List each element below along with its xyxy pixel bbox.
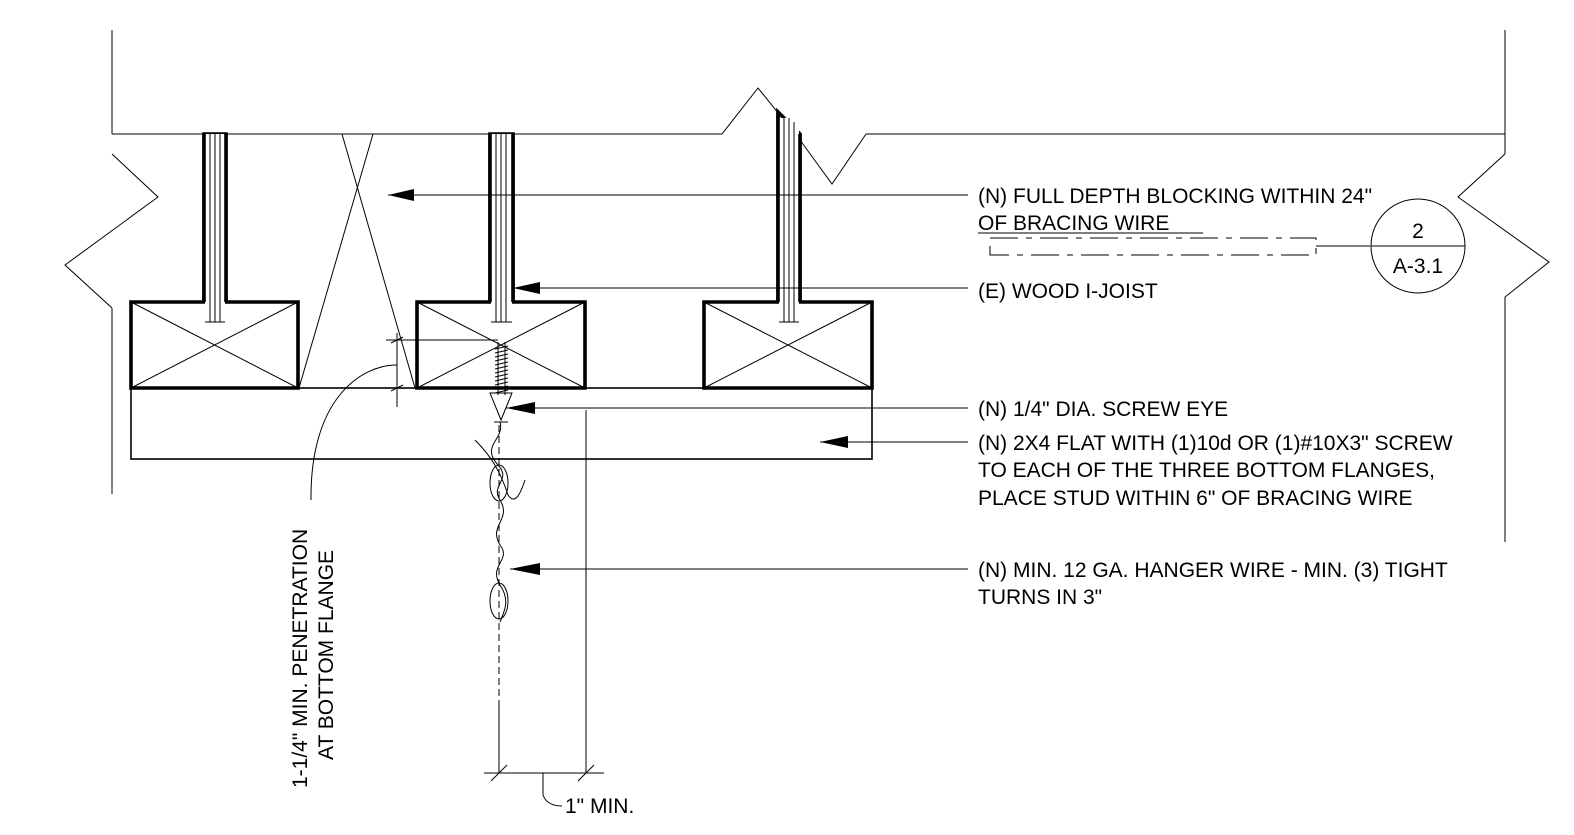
penetration-label-1: 1-1/4" MIN. PENETRATION (289, 529, 312, 788)
leader-joist (513, 282, 968, 294)
one-inch-dimension: 1" MIN. (484, 764, 634, 818)
wire-label-1: (N) MIN. 12 GA. HANGER WIRE - MIN. (3) T… (978, 559, 1448, 582)
screw-thread (494, 369, 509, 374)
blocking-label-1: (N) FULL DEPTH BLOCKING WITHIN 24" (978, 185, 1372, 208)
section-marker: 2 A-3.1 (1370, 198, 1466, 294)
penetration-label-2: AT BOTTOM FLANGE (315, 550, 338, 760)
2x4-flat (130, 387, 873, 460)
i-joist-2 (415, 132, 587, 390)
i-joist-1 (129, 132, 300, 390)
screw-thread (494, 353, 509, 358)
screw-thread (494, 357, 509, 362)
wire-label-2: TURNS IN 3" (978, 586, 1102, 609)
flat-label-2: TO EACH OF THE THREE BOTTOM FLANGES, (978, 459, 1435, 482)
screw-thread (494, 365, 509, 370)
leader-hanger-wire (510, 563, 968, 575)
screw-thread (494, 377, 509, 382)
screw-thread (494, 349, 509, 354)
blocking-label-2: OF BRACING WIRE (978, 212, 1169, 235)
screw-thread (494, 385, 509, 390)
leader-blocking (388, 189, 968, 201)
dimension-label: 1" MIN. (565, 795, 634, 818)
hanger-wire (474, 410, 587, 773)
leader-screw-eye (506, 402, 968, 414)
screw-thread (494, 373, 509, 378)
screw-thread (494, 381, 509, 386)
screw-eye (489, 342, 513, 423)
i-joist-3 (702, 107, 874, 390)
joist-label: (E) WOOD I-JOIST (978, 280, 1158, 303)
bracing-wire-indicator (989, 237, 1317, 256)
section-sheet: A-3.1 (1393, 255, 1443, 278)
flat-label-3: PLACE STUD WITHIN 6" OF BRACING WIRE (978, 487, 1413, 510)
flat-label-1: (N) 2X4 FLAT WITH (1)10d OR (1)#10X3" SC… (978, 432, 1453, 455)
section-number: 2 (1412, 220, 1424, 243)
penetration-dimension: 1-1/4" MIN. PENETRATION AT BOTTOM FLANGE (289, 333, 498, 788)
leader-2x4-flat (820, 436, 968, 448)
screw-thread (494, 361, 509, 366)
screw-eye-label: (N) 1/4" DIA. SCREW EYE (978, 398, 1228, 421)
screw-thread (494, 345, 509, 350)
full-depth-blocking (298, 133, 416, 389)
